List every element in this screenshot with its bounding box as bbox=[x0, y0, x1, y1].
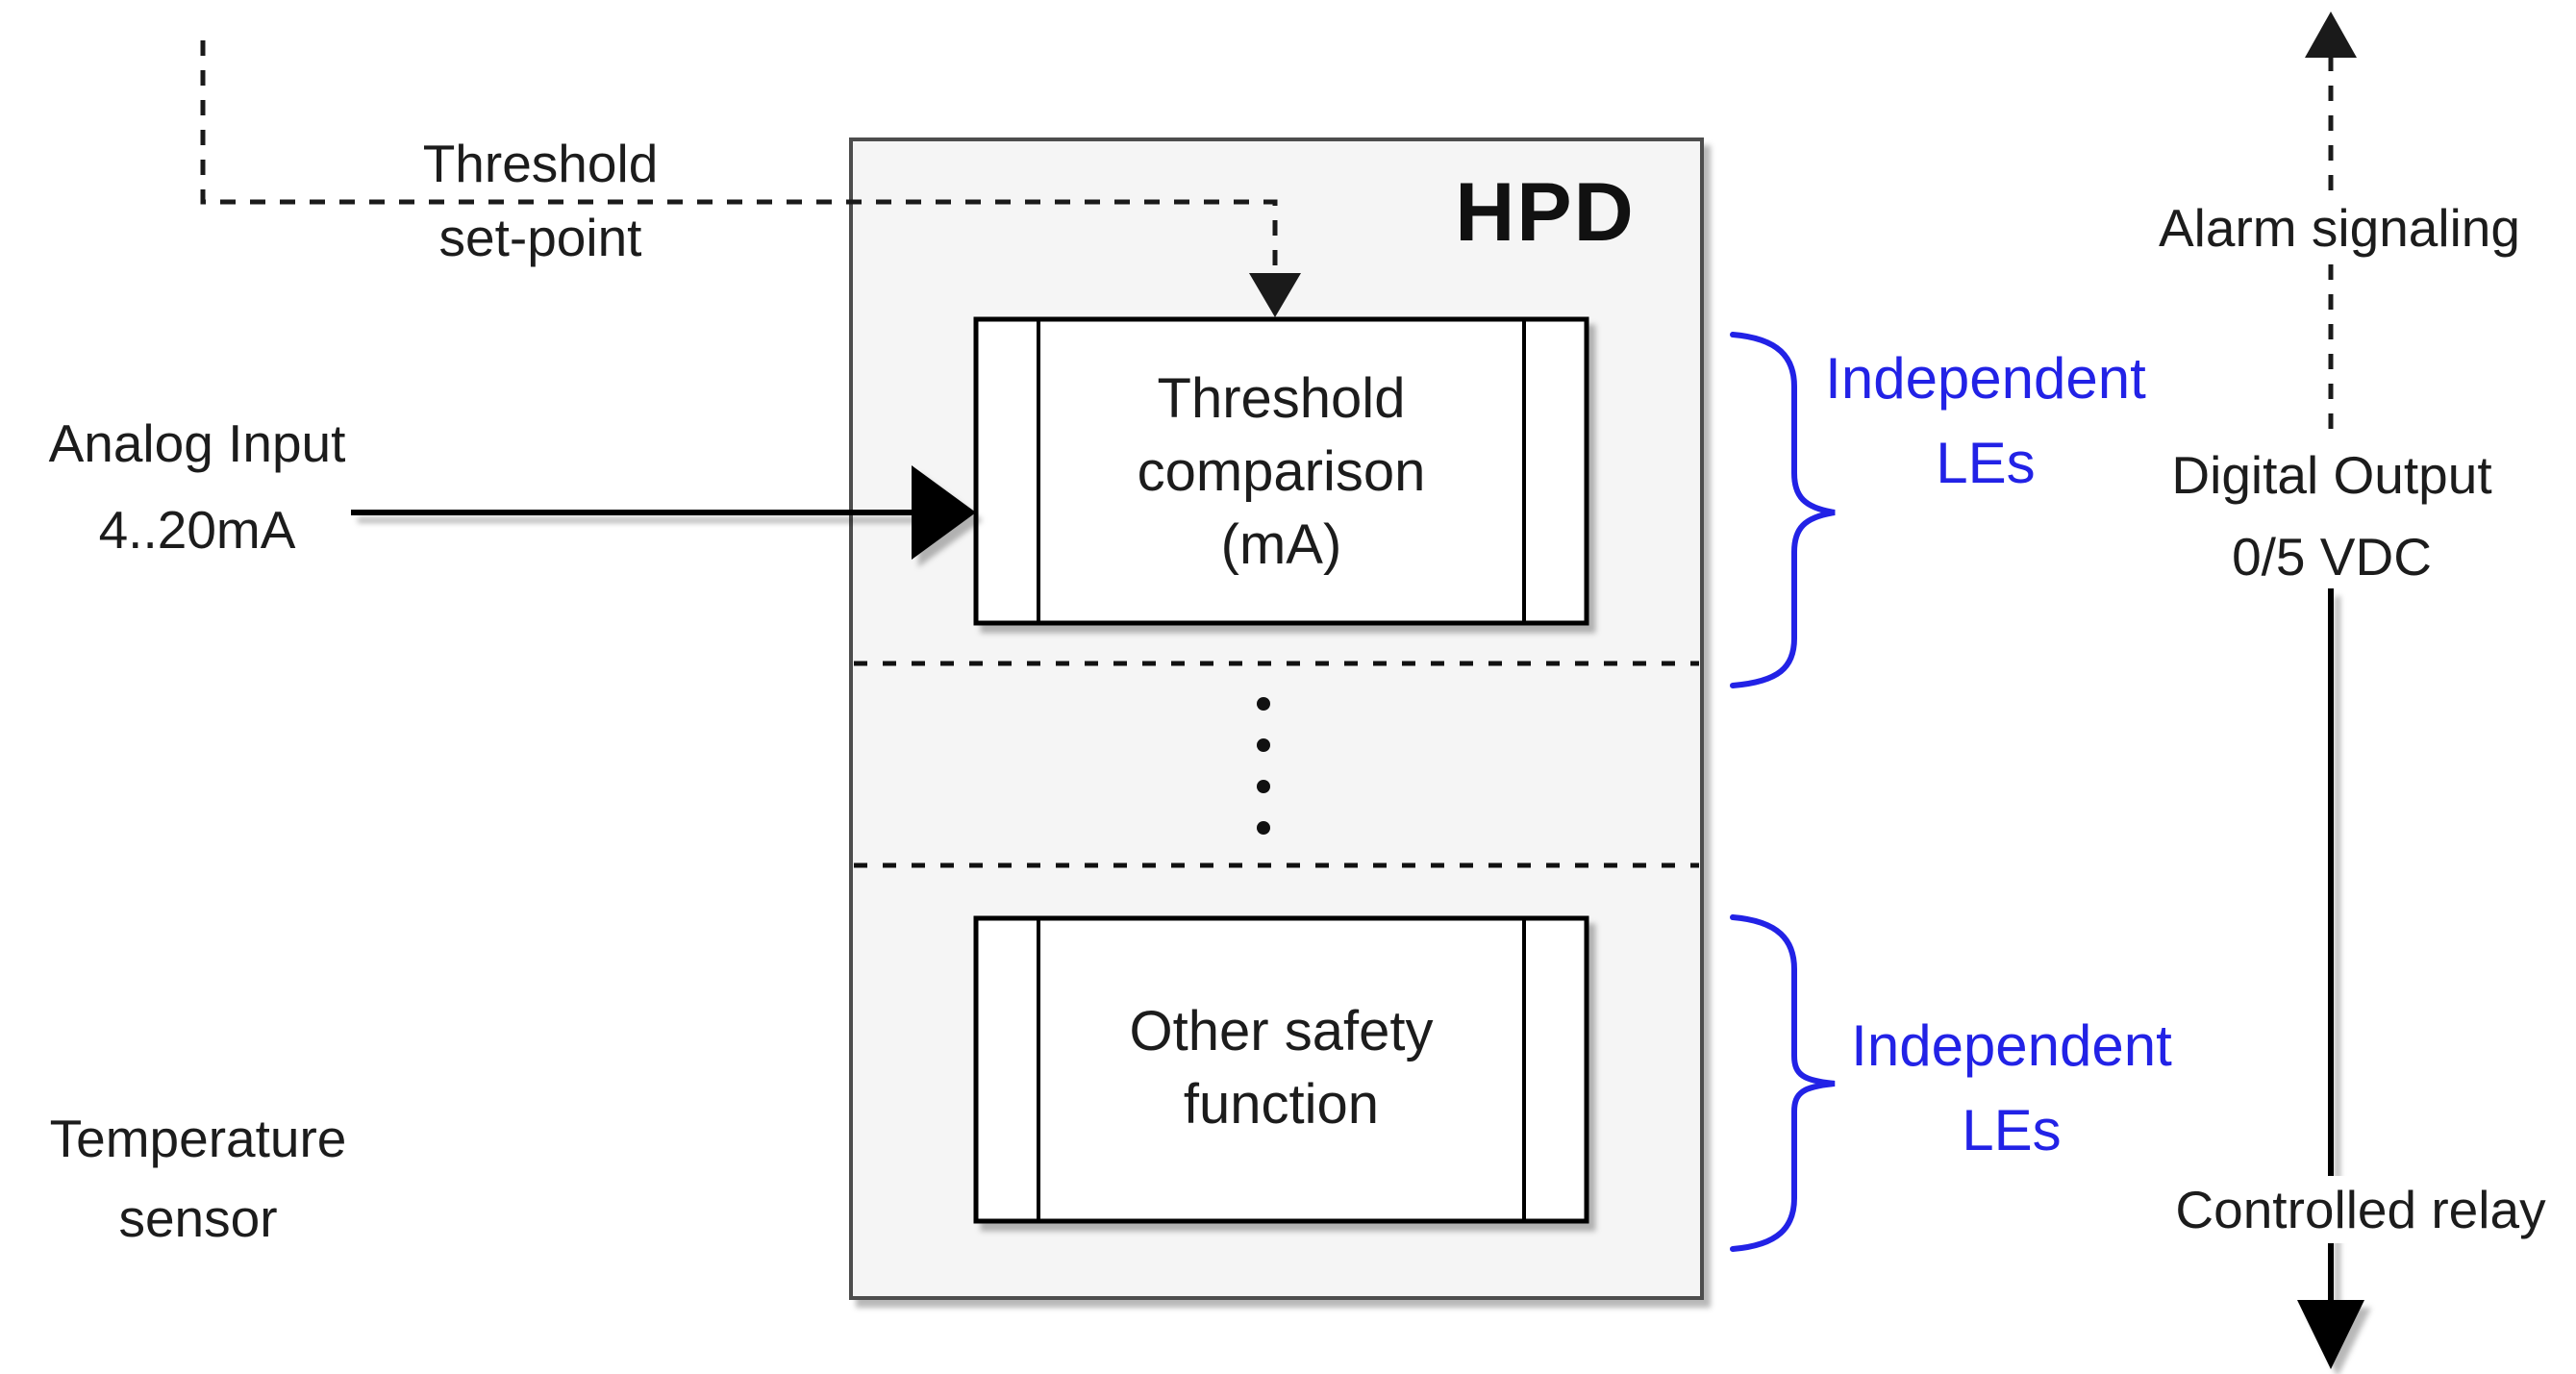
threshold-setpoint-line1: Threshold bbox=[422, 134, 659, 193]
independent-les-bottom-line2: LEs bbox=[1962, 1098, 2062, 1162]
setpoint-dashed-line bbox=[200, 40, 1278, 269]
independent-les-top-line1: Independent bbox=[1825, 346, 2146, 411]
input-right-arrowhead-icon bbox=[912, 465, 976, 560]
temperature-sensor-line1: Temperature bbox=[49, 1109, 347, 1168]
independent-les-bottom-brace-icon bbox=[1730, 914, 1836, 1252]
analog-input-line1: Analog Input bbox=[48, 413, 346, 473]
threshold-setpoint-label: Threshold set-point bbox=[348, 127, 733, 275]
digital-output-line1: Digital Output bbox=[2171, 445, 2492, 505]
alarm-signaling-label: Alarm signaling bbox=[2128, 194, 2551, 262]
analog-input-label: Analog Input 4..20mA bbox=[0, 400, 394, 573]
other-safety-line2: function bbox=[1183, 1073, 1380, 1136]
other-safety-label: Other safety function bbox=[1038, 995, 1524, 1141]
threshold-comparison-line2: comparison bbox=[1137, 440, 1426, 503]
threshold-comparison-line1: Threshold bbox=[1157, 367, 1406, 430]
alarm-up-arrowhead-icon bbox=[2305, 12, 2357, 58]
vertical-ellipsis-icon bbox=[1257, 697, 1270, 835]
controlled-relay-arrow bbox=[2297, 588, 2364, 1369]
threshold-comparison-label: Threshold comparison (mA) bbox=[1038, 362, 1524, 582]
threshold-comparison-line3: (mA) bbox=[1220, 513, 1342, 576]
analog-input-line2: 4..20mA bbox=[98, 500, 296, 560]
other-safety-line1: Other safety bbox=[1129, 1000, 1434, 1062]
relay-down-arrowhead-icon bbox=[2297, 1300, 2364, 1369]
analog-input-arrow bbox=[351, 465, 976, 560]
controlled-relay-label: Controlled relay bbox=[2139, 1176, 2576, 1243]
digital-output-line2: 0/5 VDC bbox=[2232, 527, 2432, 587]
independent-les-top-brace-icon bbox=[1730, 332, 1836, 688]
ellipsis-dot bbox=[1257, 780, 1270, 793]
other-safety-block bbox=[973, 915, 1589, 1224]
independent-les-top-line2: LEs bbox=[1936, 431, 2036, 495]
temperature-sensor-label: Temperature sensor bbox=[0, 1099, 396, 1259]
independent-les-top-label: Independent LEs bbox=[1745, 337, 2226, 506]
independent-les-bottom-label: Independent LEs bbox=[1771, 1004, 2252, 1173]
hpd-title: HPD bbox=[1455, 166, 1636, 259]
ellipsis-dot bbox=[1257, 738, 1270, 752]
threshold-comparison-block bbox=[973, 316, 1589, 626]
setpoint-down-arrowhead-icon bbox=[1249, 273, 1301, 317]
digital-output-label: Digital Output 0/5 VDC bbox=[2120, 435, 2543, 598]
independent-les-bottom-line1: Independent bbox=[1851, 1013, 2172, 1078]
temperature-sensor-line2: sensor bbox=[118, 1188, 278, 1248]
threshold-setpoint-line2: set-point bbox=[438, 208, 642, 267]
ellipsis-dot bbox=[1257, 697, 1270, 711]
ellipsis-dot bbox=[1257, 821, 1270, 835]
